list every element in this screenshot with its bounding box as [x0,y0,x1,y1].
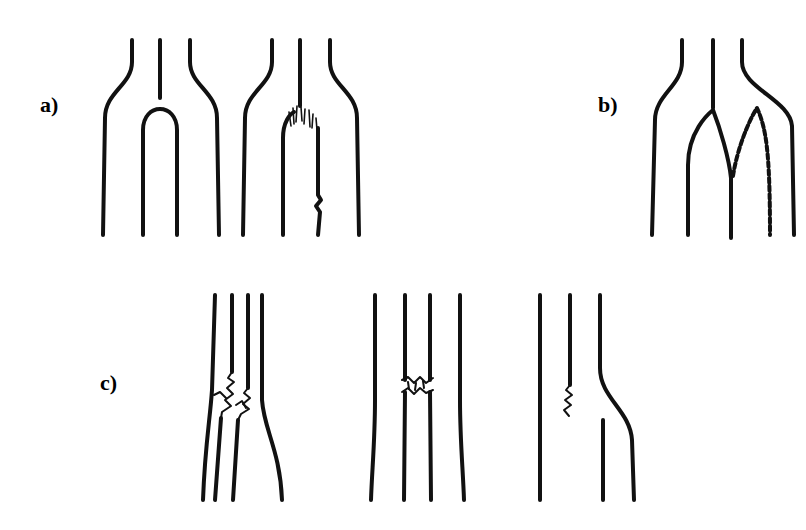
panel-label: b) [598,92,618,118]
panel-label: a) [40,92,58,118]
panel-label: c) [100,370,117,396]
